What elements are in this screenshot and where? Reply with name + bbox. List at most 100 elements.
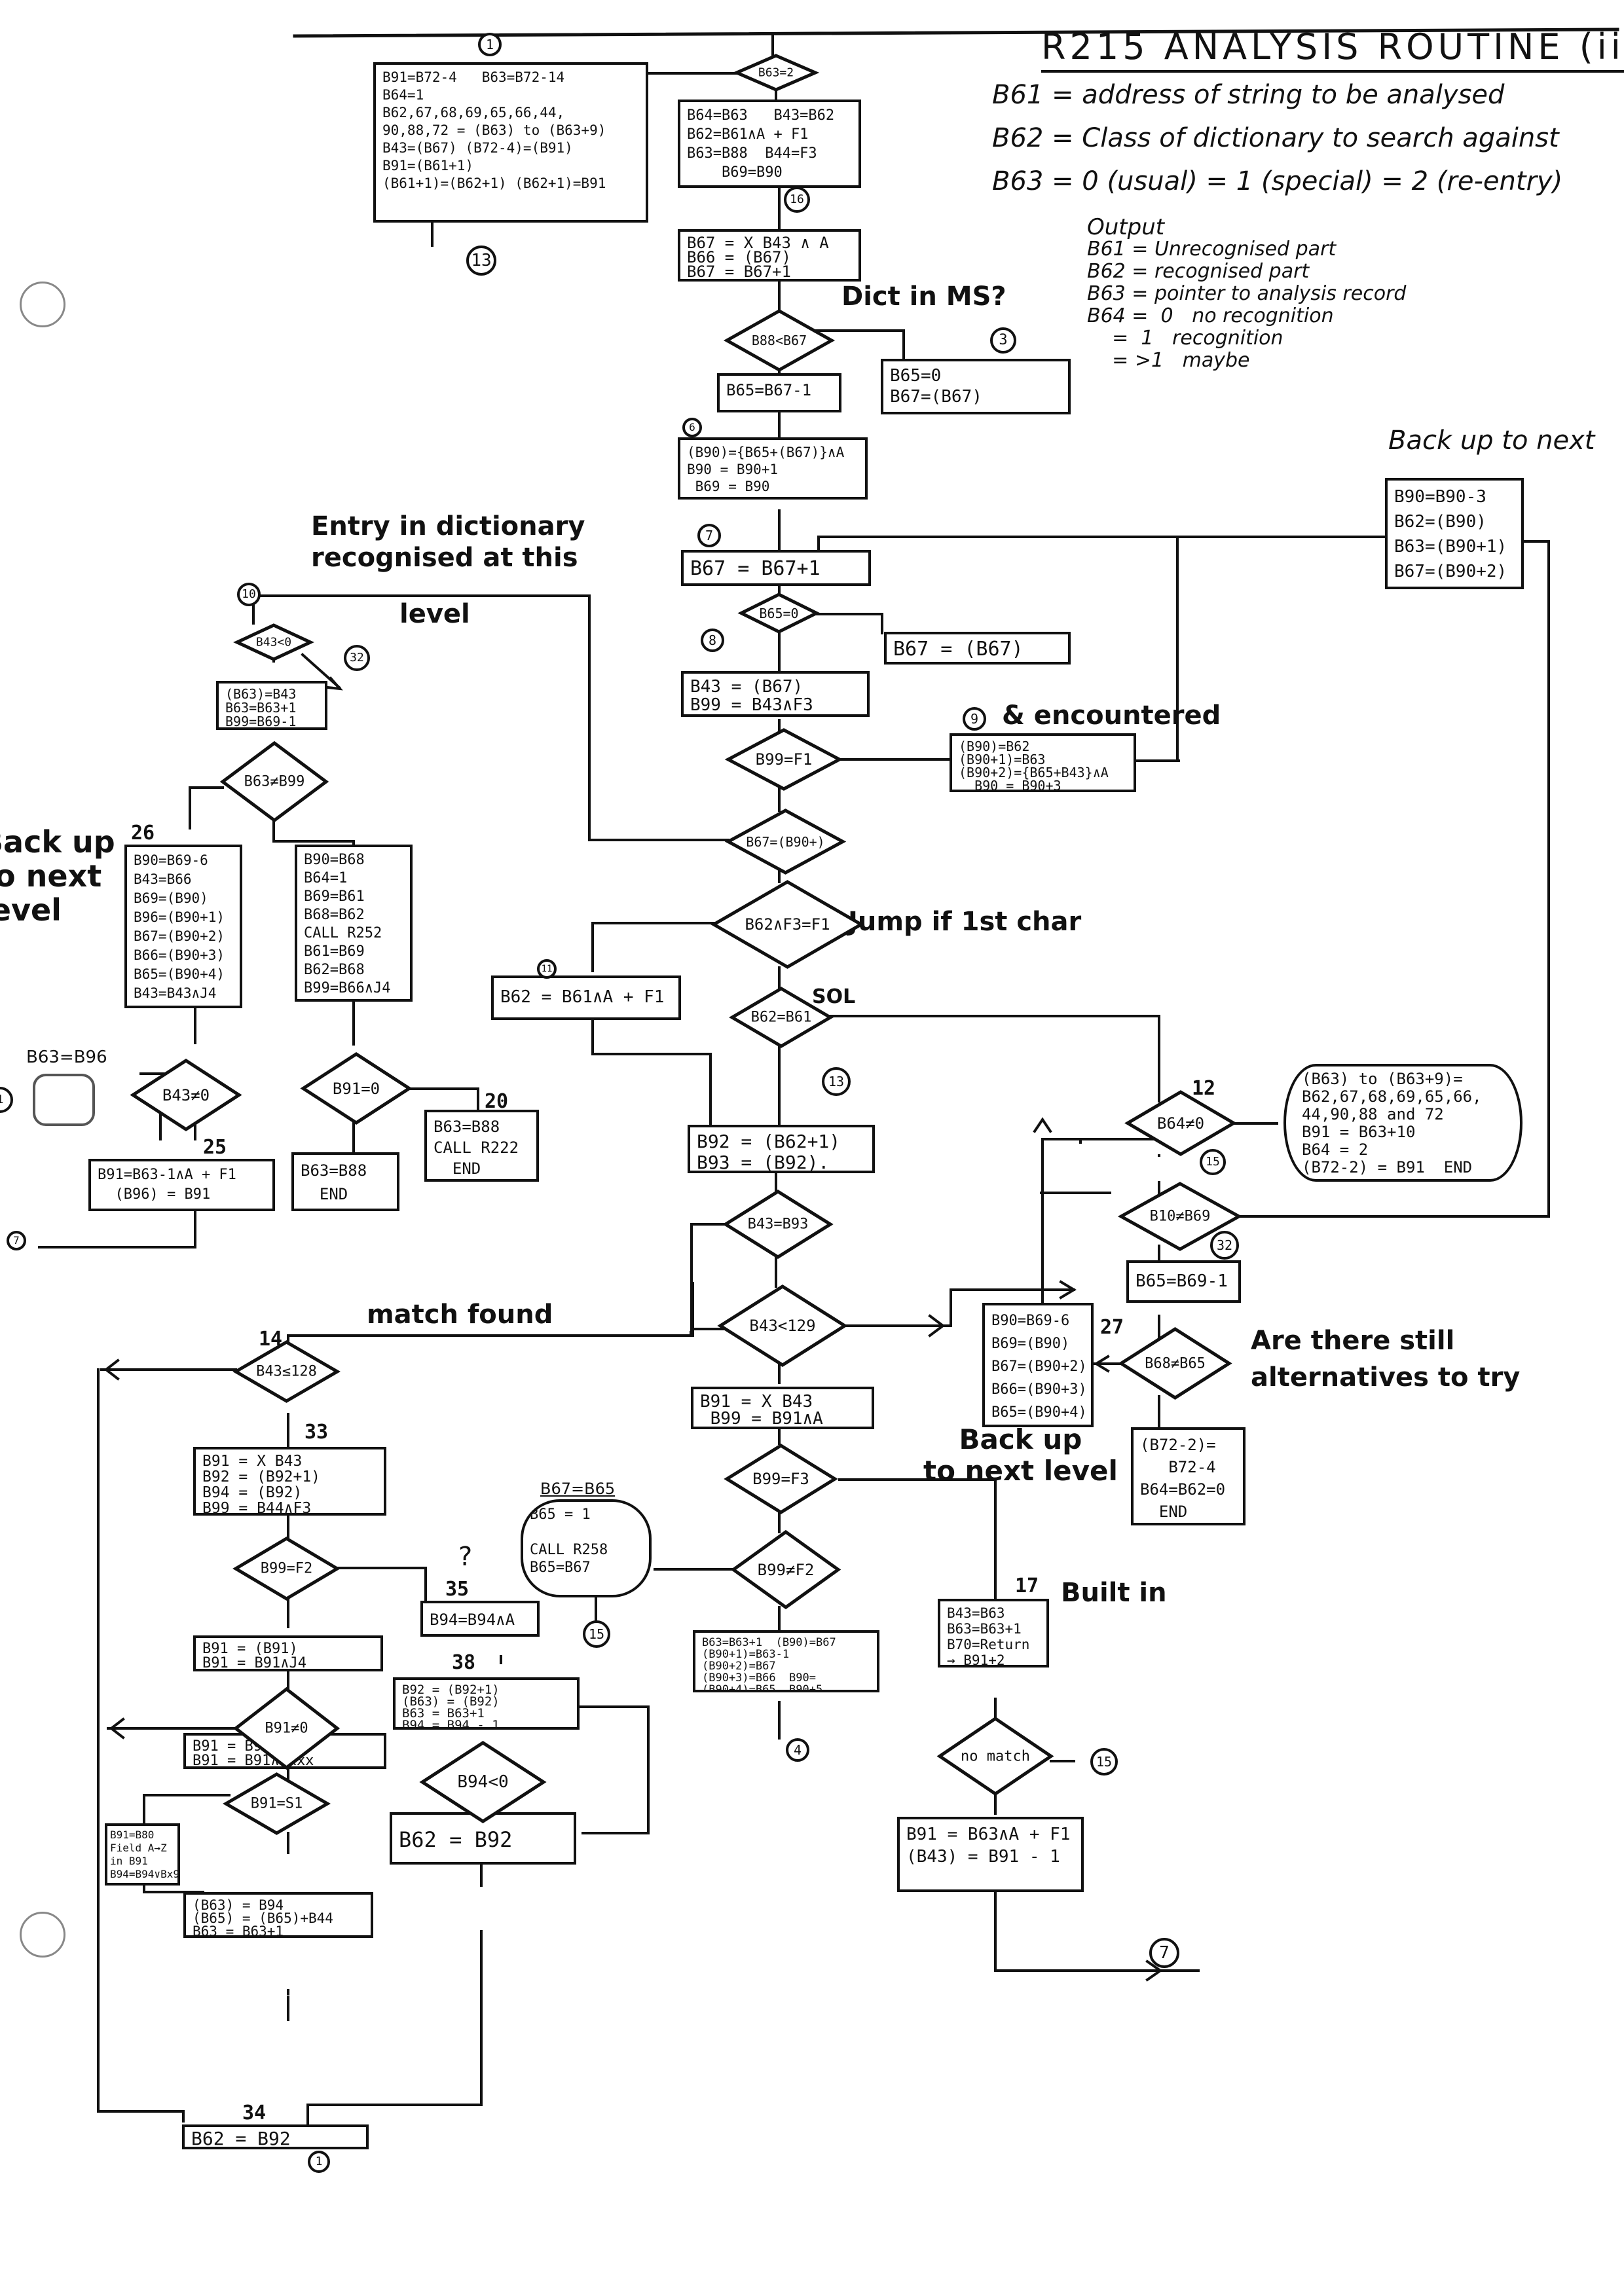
note-dict-in-ms: Dict in MS?: [841, 282, 1006, 312]
step-33: 33: [304, 1421, 329, 1444]
note-question: ?: [458, 1542, 473, 1572]
box-step-6: (B90)={B65+(B67)}∧A B90 = B90+1 B69 = B9…: [678, 437, 868, 500]
connector-7: 7: [697, 524, 721, 547]
input-b61: B61 = address of string to be analysed: [992, 80, 1505, 110]
decision-b91-eq-0: B91=0: [303, 1054, 409, 1123]
connector-13b: 13: [822, 1067, 851, 1096]
connector-1: 1: [478, 33, 502, 56]
connector-4: 4: [786, 1738, 809, 1762]
note-b63-b96: B63=B96: [26, 1048, 107, 1067]
box-call-r258: B65 = 1 CALL R258 B65=B67: [521, 1499, 652, 1597]
box-update-record: (B63) = B94 (B65) = (B65)+B44 B63 = B63+…: [183, 1892, 373, 1938]
decision-b43-eq-b93: B43=B93: [726, 1192, 830, 1257]
box-end-alternatives: (B72-2)= B72-4 B64=B62=0 END: [1131, 1427, 1246, 1525]
box-back-up-top: B90=B90-3 B62=(B90) B63=(B90+1) B67=(B90…: [1385, 478, 1524, 589]
input-b63: B63 = 0 (usual) = 1 (special) = 2 (re-en…: [992, 166, 1563, 196]
connector-7b: 7: [1149, 1938, 1179, 1968]
note-alternatives: Are there still alternatives to try: [1251, 1326, 1521, 1393]
connector-11: 11: [537, 959, 557, 979]
box-step-17: B43=B63 B63=B63+1 B70=Return → B91+2: [938, 1599, 1049, 1667]
box-step-8: B43 = (B67) B99 = B43∧F3: [681, 671, 870, 717]
output-b64-0: B64 = 0 no recognition: [1087, 304, 1334, 327]
decision-b94-lt-0: B94<0: [422, 1743, 544, 1821]
box-step-12-end: (B63) to (B63+9)= B62,67,68,69,65,66, 44…: [1283, 1064, 1522, 1182]
box-step-38: B92 = (B92+1) (B63) = (B92) B63 = B63+1 …: [393, 1677, 580, 1730]
note-back-up-left: Back up to next level: [0, 824, 115, 928]
box-step-25: B91=B63-1∧A + F1 (B96) = B91: [88, 1159, 275, 1211]
decision-b99-eq-f3: B99=F3: [727, 1446, 835, 1512]
decision-b63-ne-b99: B63≠B99: [223, 743, 326, 820]
connector-9: 9: [963, 707, 986, 731]
note-back-up-next-top: Back up to next: [1388, 426, 1595, 456]
decision-b91-eq-s1: B91=S1: [226, 1774, 327, 1833]
connector-15b: 15: [583, 1620, 610, 1648]
output-b63: B63 = pointer to analysis record: [1087, 282, 1407, 305]
output-b64-gt1: = >1 maybe: [1087, 349, 1250, 372]
decision-b67-eq-b90: B67=(B90+): [728, 811, 843, 873]
step-27: 27: [1100, 1316, 1124, 1339]
box-step-26: B90=B69-6 B43=B66 B69=(B90) B96=(B90+1) …: [124, 845, 242, 1008]
connector-32: 32: [344, 645, 370, 671]
step-35: 35: [445, 1578, 470, 1601]
box-step-9: (B90)=B62 (B90+1)=B63 (B90+2)={B65+B43}∧…: [950, 733, 1136, 792]
note-built-in: Built in: [1061, 1578, 1167, 1608]
connector-7c: 7: [7, 1231, 26, 1250]
connector-10: 10: [237, 583, 261, 606]
decision-b68-ne-b65: B68≠B65: [1121, 1329, 1229, 1398]
step-26: 26: [131, 822, 155, 845]
box-call-r252: B90=B68 B64=1 B69=B61 B68=B62 CALL R252 …: [295, 845, 413, 1002]
decision-b64-ne-0: B64≠0: [1128, 1092, 1234, 1154]
decision-b65-eq-0: B65=0: [741, 594, 817, 632]
box-b91-j4: B91 = (B91) B91 = B91∧J4: [193, 1635, 383, 1671]
note-entry-recognised: Entry in dictionary recognised at this: [311, 511, 585, 573]
box-step-35: B94=B94∧A: [420, 1601, 540, 1637]
decision-b43-lt-129: B43<129: [720, 1286, 845, 1365]
punch-hole: [20, 1912, 65, 1958]
box-step-27: B90=B69-6 B69=(B90) B67=(B90+2) B66=(B90…: [982, 1303, 1094, 1427]
step-20: 20: [485, 1090, 509, 1113]
decision-b62-eq-b61: B62=B61: [732, 989, 830, 1046]
connector-8: 8: [701, 629, 724, 652]
box-step-16: B67 = X B43 ∧ A B66 = (B67) B67 = B67+1: [678, 229, 861, 282]
connector-13: 13: [466, 246, 496, 276]
box-b63-b96: B63=B96: [33, 1074, 95, 1126]
connector-32b: 32: [1210, 1231, 1239, 1260]
connector-1c: 1: [308, 2151, 330, 2173]
decision-b43-le-128: B43≤128: [236, 1342, 337, 1401]
output-b62: B62 = recognised part: [1087, 260, 1310, 283]
step-17: 17: [1015, 1575, 1039, 1597]
step-25: 25: [203, 1136, 227, 1159]
decision-b10-ne-b69: B10≠B69: [1121, 1184, 1239, 1249]
decision-b88-lt-b67: B88<B67: [727, 311, 832, 370]
decision-b43-lt-0: B43<0: [237, 625, 310, 659]
connector-15: 15: [1200, 1149, 1226, 1175]
box-step-33: B91 = X B43 B92 = (B92+1) B94 = (B92) B9…: [193, 1447, 386, 1516]
step-14: 14: [259, 1328, 283, 1351]
connector-15c: 15: [1090, 1748, 1118, 1776]
input-b62: B62 = Class of dictionary to search agai…: [992, 123, 1559, 153]
box-field-a-z: B91=B80 Field A→Z in B91 B94=B94∨Bx91: [105, 1823, 180, 1886]
box-step-10a: (B63)=B43 B63=B63+1 B99=B69-1: [216, 681, 327, 730]
box-step-7: B67 = B67+1: [681, 550, 871, 586]
box-b67-b67: B67 = (B67): [884, 632, 1071, 665]
box-initialise: B64=B63 B43=B62 B62=B61∧A + F1 B63=B88 B…: [678, 100, 861, 188]
box-restore-state: B91=B72-4 B63=B72-14 B64=1 B62,67,68,69,…: [373, 62, 648, 223]
note-b67-b65: B67=B65: [540, 1480, 616, 1498]
note-match-found: match found: [367, 1300, 553, 1330]
note-level: level: [399, 599, 470, 629]
step-34: 34: [242, 2102, 267, 2124]
decision-b91-ne-0: B91≠0: [236, 1689, 337, 1768]
note-back-up-mid: Back up to next level: [923, 1423, 1118, 1487]
decision-b99-eq-f1: B99=F1: [728, 730, 840, 789]
box-step-13: B92 = (B62+1) B93 = (B92).: [688, 1125, 875, 1173]
box-end-b63-b88: B63=B88 END: [291, 1152, 399, 1211]
page-title: R215 ANALYSIS ROUTINE (ii).: [1041, 26, 1624, 73]
connector-3: 3: [990, 327, 1016, 354]
decision-b43-ne-0: B43≠0: [133, 1061, 239, 1129]
note-l-encountered: & encountered: [1002, 701, 1221, 731]
box-no-match-result: B91 = B63∧A + F1 (B43) = B91 - 1: [897, 1817, 1084, 1892]
note-sol: SOL: [812, 985, 856, 1008]
outputs-heading: Output: [1087, 214, 1165, 240]
